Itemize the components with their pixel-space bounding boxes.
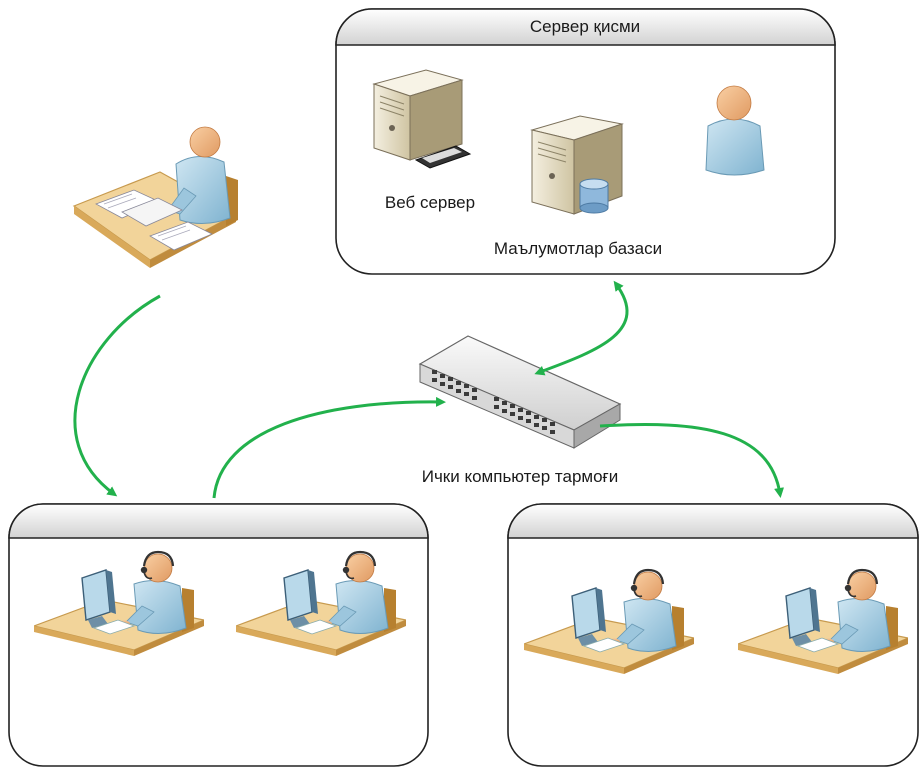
- admin-user-icon: [705, 85, 765, 176]
- paper-desk-person-icon: [72, 126, 238, 268]
- left-operator-group: [8, 503, 429, 767]
- web-server-label: Веб сервер: [385, 193, 475, 212]
- connection-arrows: [73, 280, 785, 499]
- arrow-desk-to-operators: [73, 294, 161, 497]
- network-label: Ички компьютер тармоғи: [422, 467, 619, 486]
- server-panel-title: Сервер қисми: [530, 17, 640, 36]
- database-server-icon: [530, 115, 624, 215]
- database-label: Маълумотлар базаси: [494, 239, 662, 258]
- right-operator-group: [507, 503, 919, 767]
- arrow-operators-to-switch: [212, 396, 446, 499]
- web-server-icon: [372, 69, 472, 169]
- arrow-switch-to-right-group: [599, 423, 785, 498]
- network-switch-icon: [418, 335, 622, 449]
- arrow-switch-server: [534, 280, 629, 376]
